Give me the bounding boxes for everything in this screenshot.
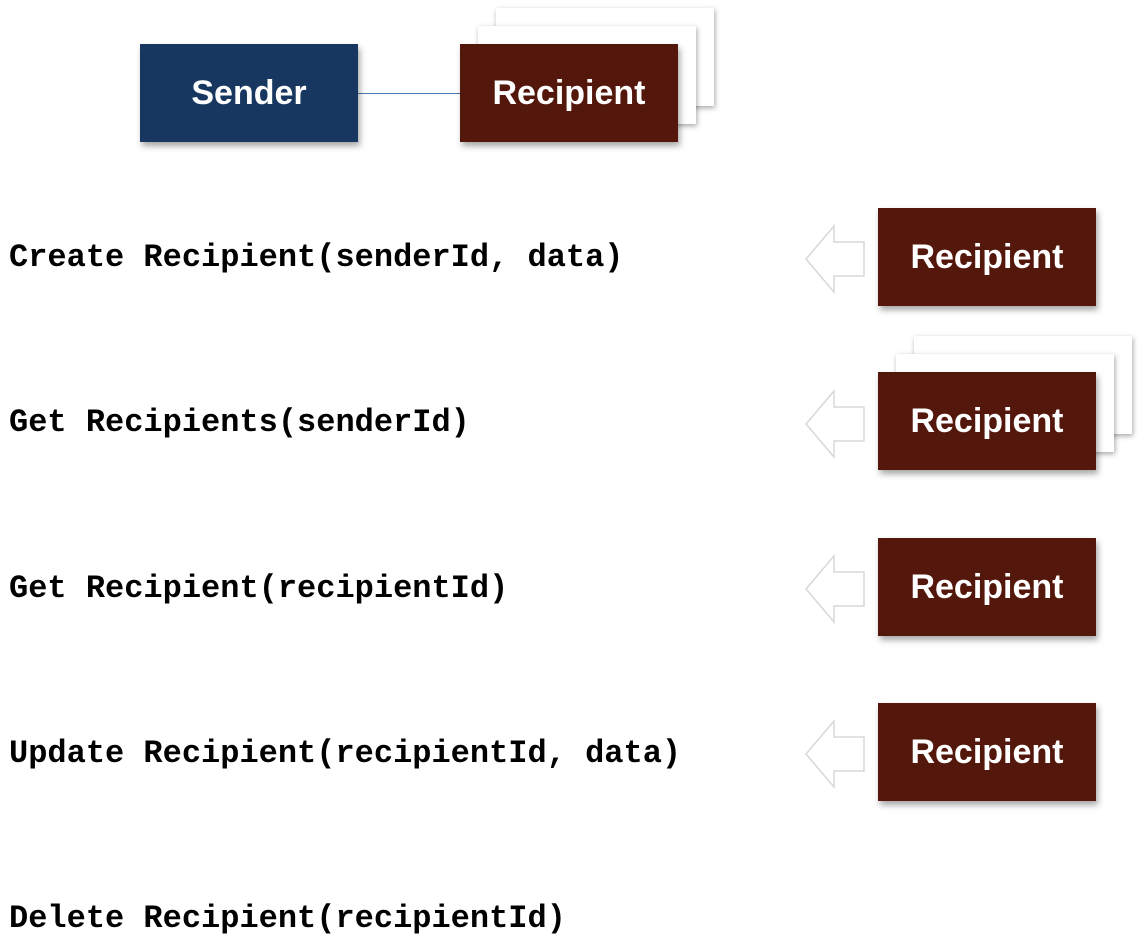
sender-label: Sender xyxy=(191,73,307,112)
recipient-label: Recipient xyxy=(910,567,1064,606)
left-arrow-icon xyxy=(805,389,865,459)
operation-update-recipient: Update Recipient(recipientId, data) xyxy=(9,735,682,772)
operation-delete-recipient: Delete Recipient(recipientId) xyxy=(9,900,566,937)
recipient-label: Recipient xyxy=(910,401,1064,440)
operation-create-recipient: Create Recipient(senderId, data) xyxy=(9,239,624,276)
recipient-label: Recipient xyxy=(492,73,646,112)
recipient-box: Recipient xyxy=(460,44,678,142)
left-arrow-icon xyxy=(805,554,865,624)
recipient-label: Recipient xyxy=(910,237,1064,276)
sender-recipient-connector xyxy=(358,93,460,94)
create-result-recipient-box: Recipient xyxy=(878,208,1096,306)
left-arrow-icon xyxy=(805,719,865,789)
update-result-recipient-box: Recipient xyxy=(878,703,1096,801)
recipient-label: Recipient xyxy=(910,732,1064,771)
left-arrow-icon xyxy=(805,224,865,294)
operation-get-recipients: Get Recipients(senderId) xyxy=(9,404,470,441)
operation-get-recipient: Get Recipient(recipientId) xyxy=(9,570,509,607)
sender-box: Sender xyxy=(140,44,358,142)
get-recipients-result-box: Recipient xyxy=(878,372,1096,470)
get-recipient-result-box: Recipient xyxy=(878,538,1096,636)
